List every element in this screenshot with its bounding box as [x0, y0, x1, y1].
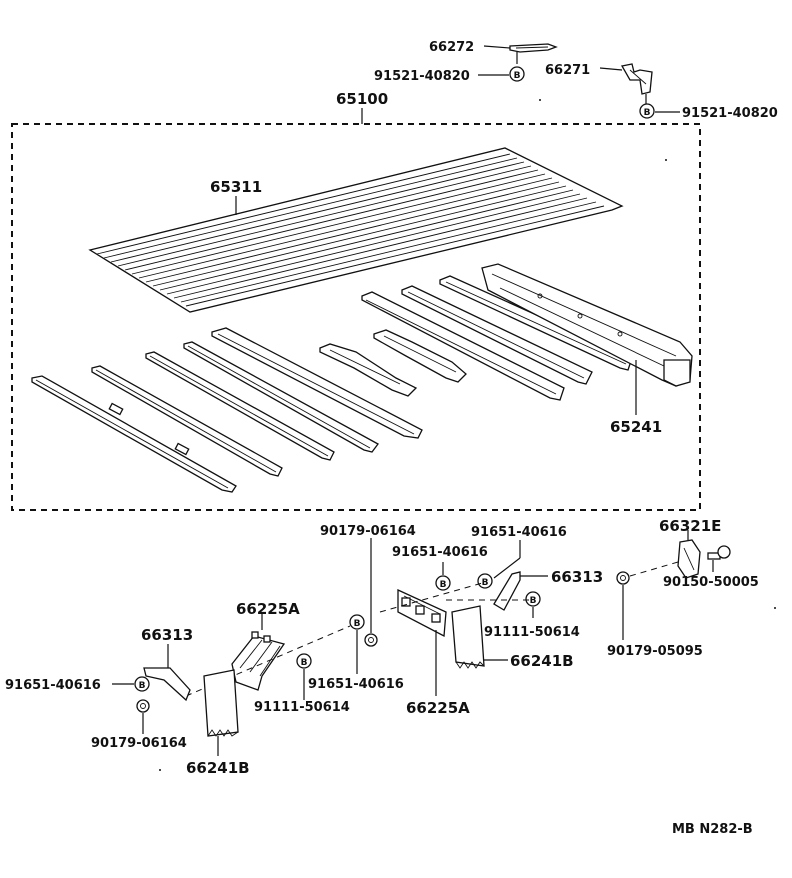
bolt-b-icon: B	[134, 676, 150, 692]
stray-dot	[665, 159, 667, 161]
label-91651-40616-left: 91651-40616	[5, 678, 101, 693]
svg-text:B: B	[440, 580, 447, 590]
label-91651-40616-a: 91651-40616	[471, 525, 567, 540]
svg-text:B: B	[301, 658, 308, 668]
label-90179-06164-left: 90179-06164	[91, 736, 187, 751]
nut-90179-left-icon	[136, 699, 150, 713]
bolt-b-icon: B	[525, 591, 541, 607]
label-66313-left: 66313	[141, 626, 193, 644]
part-66225A-center	[397, 588, 447, 638]
label-91111-50614-right: 91111-50614	[484, 625, 580, 640]
cross-sill-7	[373, 329, 467, 383]
bolt-b-icon: B	[639, 103, 655, 119]
diagram-reference-code: MB N282-B	[672, 822, 753, 837]
part-66313-right-bracket	[493, 571, 521, 611]
nut-90179-right-icon	[616, 571, 630, 585]
label-66241B-right: 66241B	[510, 652, 574, 670]
part-66313-left-bracket	[143, 667, 191, 702]
cross-sill-2	[91, 365, 283, 477]
svg-text:B: B	[514, 71, 521, 81]
bolt-b-icon: B	[435, 575, 451, 591]
svg-text:B: B	[354, 619, 361, 629]
part-66271-bracket	[620, 63, 653, 95]
label-65100: 65100	[336, 90, 388, 108]
bolt-b-icon: B	[477, 573, 493, 589]
floor-panel-65311	[88, 147, 624, 313]
mudflap-66241B-left	[203, 669, 239, 737]
label-90179-05095: 90179-05095	[607, 644, 703, 659]
label-65241: 65241	[610, 418, 662, 436]
svg-text:B: B	[482, 578, 489, 588]
label-91521-40820-right: 91521-40820	[682, 106, 778, 121]
part-66272-bracket	[509, 43, 558, 53]
bolt-b-icon: B	[349, 614, 365, 630]
stray-dot	[774, 607, 776, 609]
label-65311: 65311	[210, 178, 262, 196]
bolt-b-icon: B	[296, 653, 312, 669]
cross-sill-6	[319, 343, 418, 397]
label-66321E: 66321E	[659, 517, 721, 535]
label-90150-50005: 90150-50005	[663, 575, 759, 590]
svg-text:B: B	[530, 596, 537, 606]
label-91651-40616-b: 91651-40616	[392, 545, 488, 560]
label-66225A-left: 66225A	[236, 600, 300, 618]
nut-90179-center-icon	[364, 633, 378, 647]
label-66225A-center: 66225A	[406, 699, 470, 717]
svg-text:B: B	[644, 108, 651, 118]
label-66313-right: 66313	[551, 568, 603, 586]
bolt-90150-icon	[707, 545, 731, 560]
cross-sill-4	[183, 341, 379, 453]
cross-sill-3	[145, 351, 335, 461]
label-91111-50614-left: 91111-50614	[254, 700, 350, 715]
label-91521-40820-top: 91521-40820	[374, 69, 470, 84]
stray-dot	[159, 769, 161, 771]
cross-sill-10	[439, 275, 633, 371]
cross-sill-5	[211, 327, 423, 439]
label-66272: 66272	[429, 40, 474, 55]
svg-text:B: B	[139, 681, 146, 691]
stray-dot	[539, 99, 541, 101]
part-66321E-bracket	[677, 539, 701, 579]
cross-sill-8	[361, 291, 565, 401]
cross-sill-1	[31, 375, 237, 493]
label-91651-40616-center: 91651-40616	[308, 677, 404, 692]
label-90179-06164-center: 90179-06164	[320, 524, 416, 539]
mudflap-66241B-right	[451, 605, 485, 669]
side-rail-65241	[481, 263, 693, 387]
bolt-b-icon: B	[509, 66, 525, 82]
cross-sill-9	[401, 285, 593, 385]
label-66271: 66271	[545, 63, 590, 78]
part-66225A-left	[231, 631, 286, 691]
label-66241B-left: 66241B	[186, 759, 250, 777]
